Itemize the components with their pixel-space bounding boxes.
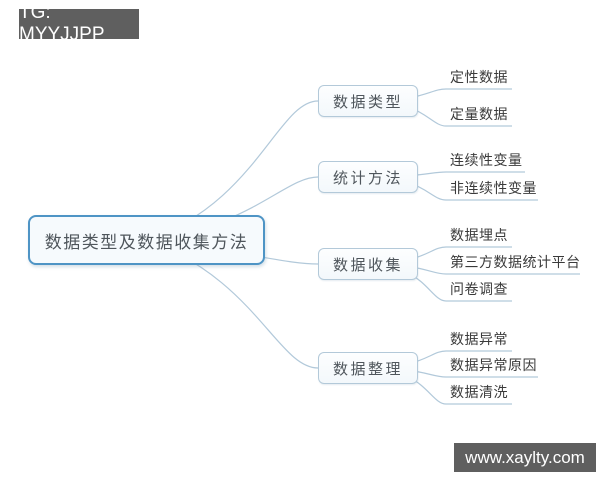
leaf-node-discontinuous-variable[interactable]: 非连续性变量 bbox=[450, 181, 537, 197]
branch-node-data-collection[interactable]: 数据收集 bbox=[318, 248, 418, 280]
leaf-node-continuous-variable[interactable]: 连续性变量 bbox=[450, 153, 523, 169]
leaf-node-anomaly-cause[interactable]: 数据异常原因 bbox=[450, 358, 537, 374]
tg-watermark: TG: MYYJJPP bbox=[19, 2, 139, 45]
branch-node-statistical-method[interactable]: 统计方法 bbox=[318, 161, 418, 193]
leaf-node-questionnaire[interactable]: 问卷调查 bbox=[450, 282, 508, 298]
root-node[interactable]: 数据类型及数据收集方法 bbox=[28, 215, 265, 265]
leaf-node-data-anomaly[interactable]: 数据异常 bbox=[450, 332, 508, 348]
leaf-node-qualitative-data[interactable]: 定性数据 bbox=[450, 70, 508, 86]
leaf-node-data-tracking[interactable]: 数据埋点 bbox=[450, 228, 508, 244]
leaf-node-third-party-platform[interactable]: 第三方数据统计平台 bbox=[450, 255, 581, 271]
leaf-node-data-cleaning[interactable]: 数据清洗 bbox=[450, 385, 508, 401]
site-watermark: www.xaylty.com bbox=[454, 443, 596, 472]
leaf-node-quantitative-data[interactable]: 定量数据 bbox=[450, 107, 508, 123]
branch-node-data-type[interactable]: 数据类型 bbox=[318, 85, 418, 117]
branch-node-data-organizing[interactable]: 数据整理 bbox=[318, 352, 418, 384]
